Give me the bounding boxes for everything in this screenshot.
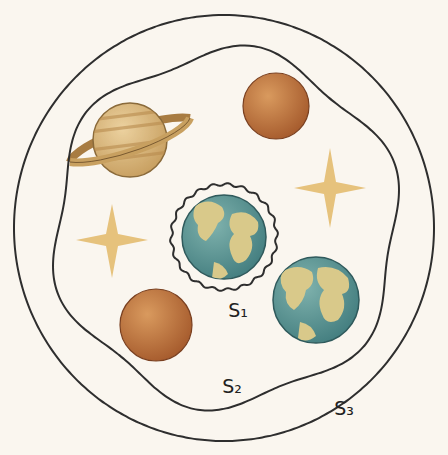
set-region: S₁ S₂ S₃ (14, 15, 434, 441)
region-border (170, 183, 278, 291)
set-label: S₃ (334, 398, 354, 419)
region-outline (46, 44, 406, 412)
region-border (14, 15, 434, 441)
set-label: S₂ (222, 376, 242, 397)
region-outline (170, 183, 278, 291)
star (294, 148, 366, 228)
set-label: S₁ (228, 300, 248, 321)
mars (243, 73, 309, 139)
mars (120, 289, 192, 361)
region-border (53, 45, 399, 410)
set-region: S₁ (170, 183, 278, 291)
saturn (70, 103, 190, 177)
earth (273, 257, 359, 343)
set-region: S₁ S₂ (46, 44, 406, 412)
earth (182, 195, 266, 279)
star (76, 204, 148, 278)
